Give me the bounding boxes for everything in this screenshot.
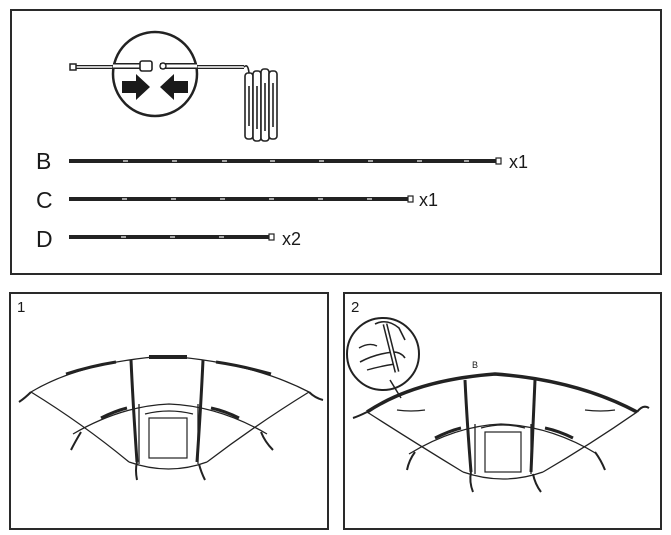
hand-inserting-pole-icon (346, 317, 420, 399)
pole-letter: B (36, 148, 51, 174)
pole-row-b: B x1 (36, 148, 528, 174)
step-2-panel: 2 B (343, 292, 662, 530)
pole-inventory-illustration: B x1 C (36, 30, 528, 252)
pole-connect-arrows-icon (111, 30, 199, 118)
tent-canopy-illustration-step-1 (18, 355, 324, 481)
folded-pole-bundle (243, 65, 278, 142)
pole-row-c: C x1 (36, 187, 438, 213)
step-number: 2 (351, 299, 360, 316)
pole-inventory-panel: B x1 C (10, 9, 662, 275)
pole-letter: C (36, 187, 53, 213)
pole-quantity: x2 (282, 229, 301, 249)
pole-row-d: D x2 (36, 226, 301, 252)
tent-canopy-illustration-step-2: B (346, 317, 650, 493)
pole-label: B (472, 360, 478, 370)
pole-letter: D (36, 226, 53, 252)
step-1-panel: 1 (9, 292, 329, 530)
step-number: 1 (17, 299, 26, 316)
pole-quantity: x1 (419, 190, 438, 210)
pole-quantity: x1 (509, 152, 528, 172)
pole-assembly-illustration (69, 63, 278, 142)
